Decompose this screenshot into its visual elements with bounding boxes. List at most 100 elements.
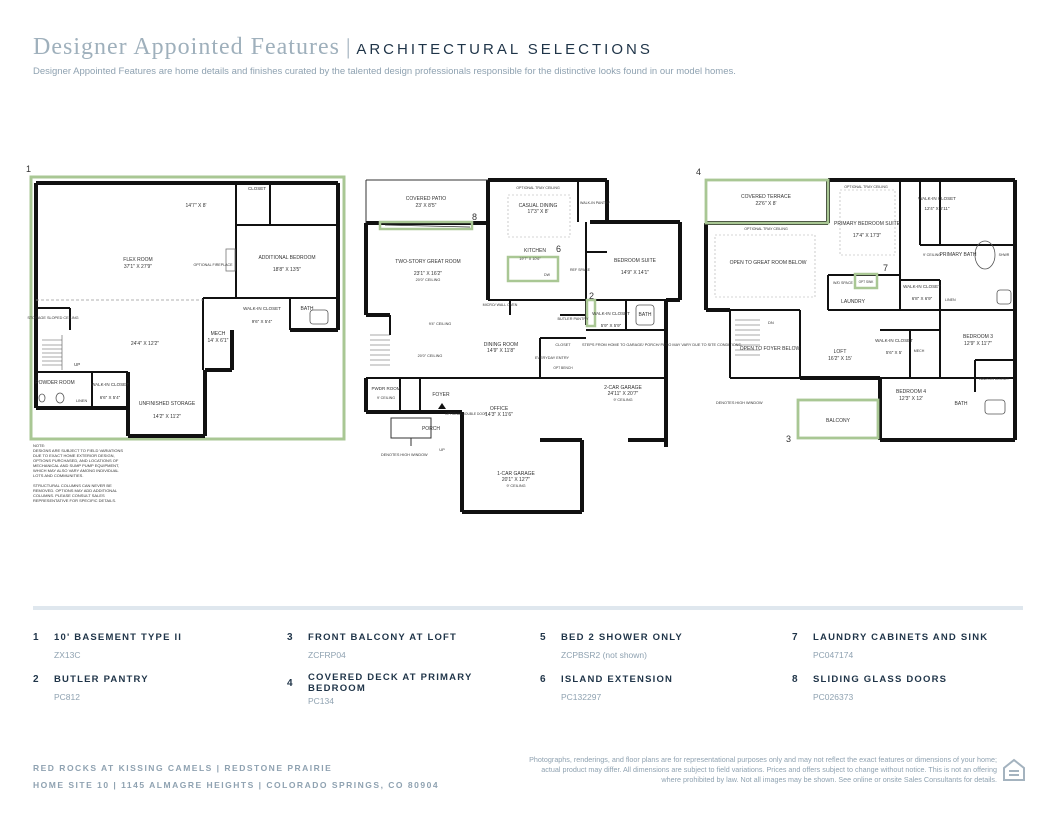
main-ref-space: REF SPACE bbox=[570, 268, 591, 272]
callout-7-highlight bbox=[853, 272, 879, 290]
up-bedroom4: BEDROOM 4 bbox=[896, 389, 926, 395]
bsmt-walkin-dim: 9'6" X 5'4" bbox=[252, 319, 273, 324]
main-opt-doors: OPTIONAL DOUBLE DOOR bbox=[445, 412, 487, 416]
main-great-room: TWO-STORY GREAT ROOM bbox=[395, 259, 460, 265]
bsmt-walkin2-dim: 6'6" X 5'4" bbox=[100, 395, 121, 400]
main-bedroom-suite: BEDROOM SUITE bbox=[614, 258, 657, 264]
callout-1: 1 bbox=[26, 164, 31, 174]
main-steps-note: STEPS FROM HOME TO GARAGE/ PORCH/ PATIO … bbox=[582, 343, 742, 347]
main-everyday: EVERYDAY ENTRY bbox=[535, 356, 570, 360]
up-dn: DN bbox=[768, 320, 774, 325]
feature-number: 5 bbox=[540, 632, 546, 643]
feature-name: ISLAND EXTENSION bbox=[561, 674, 674, 685]
main-level-plan: COVERED PATIO 23' X 8'5" OPTIONAL TRAY C… bbox=[364, 178, 742, 514]
main-dining-dim: 14'9" X 11'8" bbox=[487, 348, 515, 354]
main-walkin-pantry: WALK-IN PANTRY bbox=[580, 201, 611, 205]
up-primary-bath: PRIMARY BATH bbox=[940, 252, 977, 258]
feature-number: 4 bbox=[287, 678, 293, 689]
up-opt-tray: OPTIONAL TRAY CEILING bbox=[744, 227, 788, 231]
footer-community: RED ROCKS AT KISSING CAMELS | REDSTONE P… bbox=[33, 760, 439, 794]
feature-name: FRONT BALCONY AT LOFT bbox=[308, 632, 458, 643]
note-line: OPTIONS PURCHASED, AND LOCATIONS OF bbox=[33, 458, 119, 463]
main-great-room-dim: 23'1" X 16'2" bbox=[414, 271, 442, 277]
section-title: ARCHITECTURAL SELECTIONS bbox=[356, 41, 653, 58]
callout-3-highlight bbox=[796, 398, 880, 440]
note-line: DUE TO EXACT HOME EXTERIOR DESIGN, bbox=[33, 453, 115, 458]
footer-disclaimer: Photographs, renderings, and floor plans… bbox=[529, 755, 997, 784]
up-covered-terrace-dim: 22'6" X 8' bbox=[756, 201, 777, 207]
bsmt-flex-room-dim: 37'1" X 27'9" bbox=[124, 264, 152, 270]
feature-name: LAUNDRY CABINETS AND SINK bbox=[813, 632, 989, 643]
main-great-room-ceiling: 20'0" CEILING bbox=[416, 278, 441, 282]
footer-community-line: RED ROCKS AT KISSING CAMELS | REDSTONE P… bbox=[33, 763, 333, 773]
feature-name: BUTLER PANTRY bbox=[54, 674, 149, 685]
features-list: 1 10' BASEMENT TYPE II ZX13C 2 BUTLER PA… bbox=[33, 632, 1033, 712]
note-line: NOTE: bbox=[33, 443, 45, 448]
main-garage1: 1-CAR GARAGE bbox=[497, 471, 535, 477]
up-mech: MECH bbox=[914, 349, 925, 353]
main-office-dim: 14'3" X 11'6" bbox=[485, 412, 513, 418]
note-line: COLUMNS. PLEASE CONSULT SALES bbox=[33, 493, 105, 498]
up-walkin4: WALK-IN CLOSET bbox=[979, 377, 1010, 381]
main-garage1-dim: 20'1" X 12'7" bbox=[502, 477, 530, 483]
up-walkin3: WALK-IN CLOSET bbox=[875, 338, 913, 343]
main-opt-tray: OPTIONAL TRAY CEILING bbox=[516, 186, 560, 190]
bsmt-unfinished-dim: 14'2" X 11'2" bbox=[153, 414, 181, 420]
bsmt-unfinished: UNFINISHED STORAGE bbox=[139, 401, 196, 407]
feature-number: 3 bbox=[287, 632, 293, 643]
up-high-window: DENOTES HIGH WINDOW bbox=[716, 401, 763, 405]
feature-number: 8 bbox=[792, 674, 798, 685]
up-shwr: SHWR bbox=[999, 253, 1010, 257]
upper-level-plan: COVERED TERRACE 22'6" X 8' OPTIONAL TRAY… bbox=[704, 178, 1017, 442]
title-separator: | bbox=[345, 34, 351, 59]
bsmt-rec-dim: 24'4" X 12'2" bbox=[131, 341, 159, 347]
feature-code: ZCFRP04 bbox=[308, 650, 346, 660]
main-garage2-ceiling: 9' CEILING bbox=[613, 398, 632, 402]
up-opt-sink: OPT SINK bbox=[859, 280, 875, 284]
feature-number: 6 bbox=[540, 674, 546, 685]
bsmt-add-bed: ADDITIONAL BEDROOM bbox=[258, 255, 315, 261]
up-balcony: BALCONY bbox=[826, 418, 851, 424]
main-butler: BUTLER PANTRY bbox=[557, 317, 589, 321]
up-loft: LOFT bbox=[834, 349, 847, 355]
up-walkin2: WALK-IN CLOSET bbox=[903, 284, 941, 289]
callout-8-highlight bbox=[378, 220, 474, 231]
up-ceiling-9: 9' CEILING bbox=[923, 253, 941, 257]
feature-number: 7 bbox=[792, 632, 798, 643]
up-bedroom4-dim: 12'3" X 12' bbox=[899, 396, 923, 402]
note-line: WHICH MAY ALSO VARY AMONG INDIVIDUAL bbox=[33, 468, 119, 473]
page-header: Designer Appointed Features|ARCHITECTURA… bbox=[33, 34, 653, 61]
up-loft-dim: 16'2" X 15' bbox=[828, 356, 852, 362]
main-garage2: 2-CAR GARAGE bbox=[604, 385, 642, 391]
main-opt-bench: OPT BENCH bbox=[553, 366, 573, 370]
bsmt-walkin2: WALK-IN CLOSET bbox=[91, 382, 129, 387]
up-covered-terrace: COVERED TERRACE bbox=[741, 194, 792, 200]
feature-name: COVERED DECK AT PRIMARY BEDROOM bbox=[308, 672, 473, 694]
main-office: OFFICE bbox=[490, 406, 509, 412]
main-kitchen: KITCHEN bbox=[524, 248, 546, 254]
up-primary-suite: PRIMARY BEDROOM SUITE bbox=[834, 221, 901, 227]
callout-8: 8 bbox=[472, 212, 477, 222]
callout-2-highlight bbox=[585, 298, 597, 328]
bsmt-mech: MECH bbox=[211, 331, 226, 337]
main-walkin: WALK-IN CLOSET bbox=[592, 311, 630, 316]
up-open-great: OPEN TO GREAT ROOM BELOW bbox=[730, 260, 807, 266]
main-pwdr-ceiling: 9' CEILING bbox=[377, 396, 395, 400]
main-casual-dining-dim: 17'3" X 8' bbox=[528, 209, 549, 215]
up-bedroom3-dim: 12'9" X 11'7" bbox=[964, 341, 992, 347]
basement-note: NOTE: DESIGNS ARE SUBJECT TO FIELD VARIA… bbox=[33, 443, 123, 503]
bsmt-linen: LINEN bbox=[76, 399, 87, 403]
main-covered-patio: COVERED PATIO bbox=[406, 196, 446, 202]
callout-4-highlight bbox=[704, 178, 830, 225]
main-high-window: DENOTES HIGH WINDOW bbox=[381, 453, 428, 457]
feature-name: BED 2 SHOWER ONLY bbox=[561, 632, 683, 643]
up-walkin-closet-dim: 12'4" X 5'11" bbox=[924, 206, 949, 211]
floor-plans: CLOSET 14'7" X 8' FLEX ROOM 37'1" X 27'9… bbox=[26, 164, 1017, 514]
bsmt-opt-fireplace: OPTIONAL FIREPLACE bbox=[193, 263, 233, 267]
up-opt-tray-2: OPTIONAL TRAY CEILING bbox=[844, 185, 888, 189]
bsmt-powder: POWDER ROOM bbox=[35, 380, 74, 386]
main-ceiling-9: 9'4" CEILING bbox=[429, 322, 452, 326]
bsmt-flex-dim: 14'7" X 8' bbox=[186, 203, 207, 209]
feature-code: ZCPBSR2 (not shown) bbox=[561, 650, 647, 660]
note-line: DESIGNS ARE SUBJECT TO FIELD VARIATIONS bbox=[33, 448, 123, 453]
